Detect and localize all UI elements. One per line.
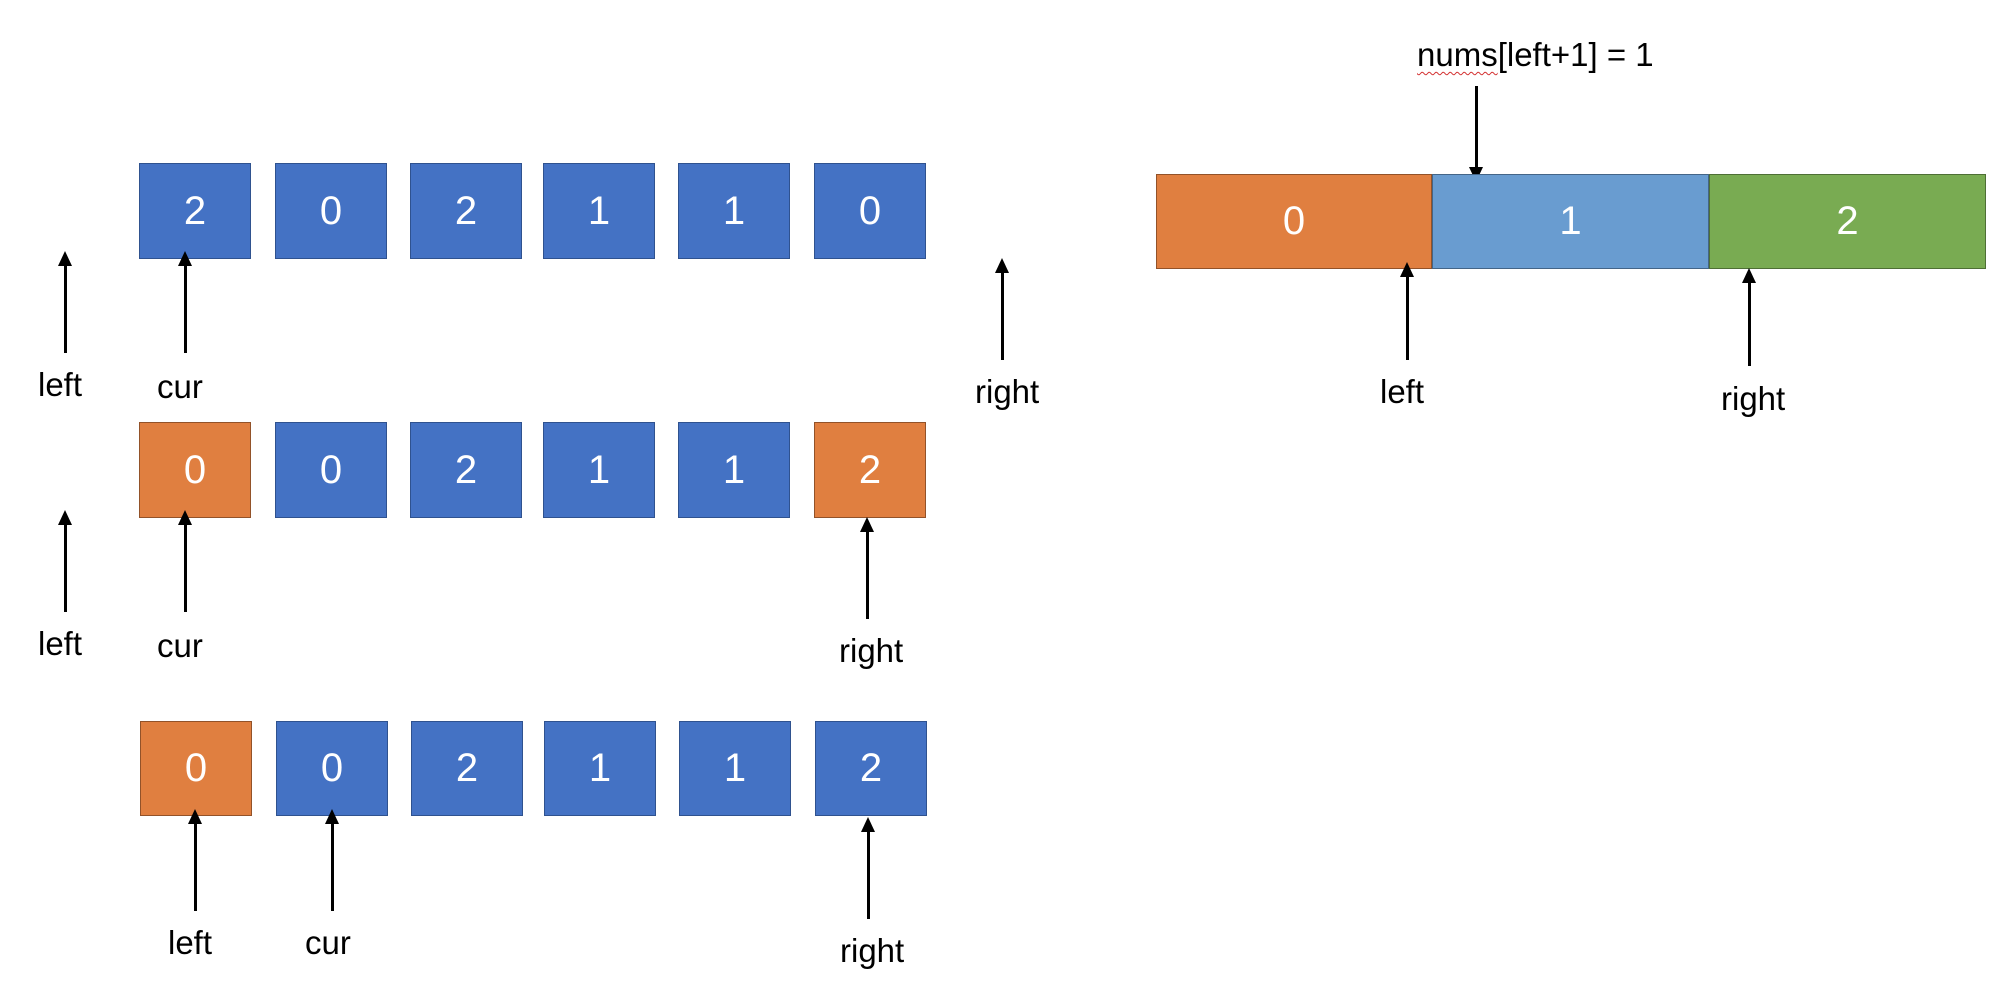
array-cell: 2 [814, 422, 926, 518]
cur-pointer-label: cur [157, 627, 203, 664]
annotation-rest: [left+1] = 1 [1497, 36, 1654, 73]
array-cell: 2 [411, 721, 523, 816]
left-pointer-arrow [58, 251, 72, 353]
cur-pointer-label: cur [305, 924, 351, 961]
array-cell: 2 [815, 721, 927, 816]
left-pointer-label: left [38, 366, 83, 403]
left-pointer-label: left [168, 924, 213, 961]
array-cell: 0 [814, 163, 926, 259]
array-cell: 1 [678, 163, 790, 259]
partition-segment-twos: 2 [1709, 174, 1986, 269]
array-cell: 0 [140, 721, 252, 816]
partition-right-arrow [1742, 268, 1756, 366]
array-cell: 1 [543, 163, 655, 259]
array-cell: 0 [139, 422, 251, 518]
partition-right-label: right [1721, 380, 1786, 417]
cur-pointer-label: cur [157, 368, 203, 405]
right-pointer-arrow [995, 258, 1009, 360]
array-cell: 2 [139, 163, 251, 259]
partition-segment-zeros: 0 [1156, 174, 1432, 269]
left-pointer-arrow [58, 510, 72, 612]
left-pointer-label: left [38, 625, 83, 662]
array-cell: 0 [276, 721, 388, 816]
array-cell: 0 [275, 422, 387, 518]
array-cell: 2 [410, 422, 522, 518]
array-cell: 2 [410, 163, 522, 259]
partition-left-label: left [1380, 373, 1425, 410]
partition-segment-ones: 1 [1432, 174, 1709, 269]
right-pointer-arrow [861, 817, 875, 919]
array-cell: 1 [544, 721, 656, 816]
cur-pointer-arrow [178, 251, 192, 353]
array-cell: 0 [275, 163, 387, 259]
annotation-word: nums [1417, 36, 1498, 73]
cur-pointer-arrow [178, 510, 192, 612]
left-pointer-arrow [188, 809, 202, 911]
right-pointer-arrow [860, 517, 874, 619]
partition-annotation: nums[left+1] = 1 [1417, 36, 1654, 74]
cur-pointer-arrow [325, 809, 339, 911]
array-cell: 1 [543, 422, 655, 518]
right-pointer-label: right [975, 373, 1040, 410]
array-cell: 1 [678, 422, 790, 518]
right-pointer-label: right [839, 632, 904, 669]
partition-left-arrow [1400, 262, 1414, 360]
right-pointer-label: right [840, 932, 905, 969]
array-cell: 1 [679, 721, 791, 816]
annotation-arrow [1469, 86, 1483, 182]
